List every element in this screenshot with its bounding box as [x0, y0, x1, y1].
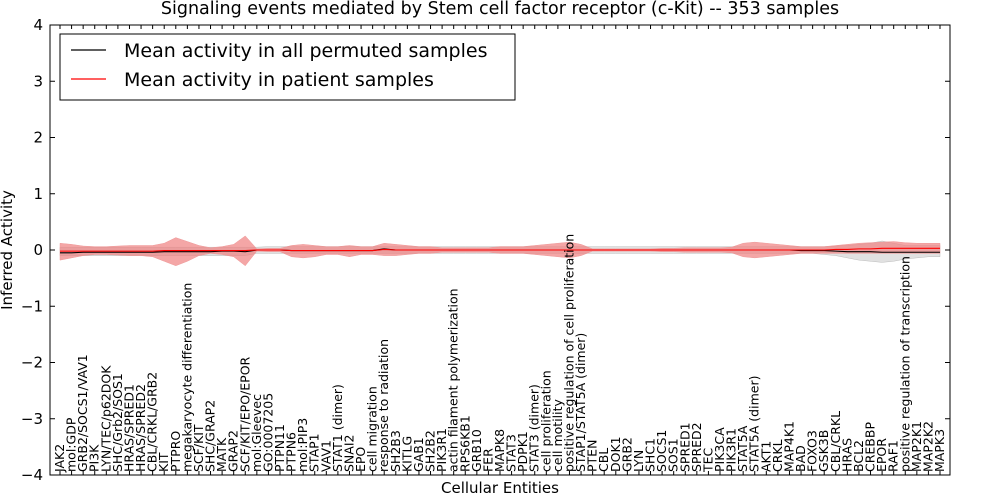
x-tick-label: positive regulation of transcription [897, 256, 912, 472]
patient-band [59, 235, 941, 267]
x-tick-label: CBL [596, 448, 611, 472]
legend-box [59, 33, 516, 101]
y-axis-ticks: −4 −3 −2 −1 0 1 2 3 4 [21, 16, 950, 484]
x-tick-label: RAF1 [886, 440, 901, 472]
x-tick-label: cell proliferation [538, 370, 553, 472]
x-tick-label: GRB2 [619, 437, 634, 472]
x-tick-label: MATK [214, 437, 229, 472]
y-tick-label: 2 [33, 129, 43, 147]
x-tick-label: cell motility [550, 398, 565, 472]
x-tick-label: SHC/Grb2/SOS1 [110, 373, 125, 472]
series-line-patient [60, 247, 940, 252]
legend: Mean activity in all permuted samples Me… [59, 33, 516, 101]
x-tick-label: PI3K [87, 444, 102, 472]
x-tick-label: actin filament polymerization [446, 288, 461, 472]
x-tick-label: PTEN [585, 440, 600, 472]
x-tick-label: KITLG [399, 436, 414, 472]
x-tick-label: FER [480, 448, 495, 472]
y-tick-label: −2 [21, 354, 43, 372]
x-tick-label: CBL/CRKL [828, 411, 843, 472]
x-tick-label: SHC1 [643, 438, 658, 472]
x-tick-label: PIK3CA [712, 427, 727, 472]
x-tick-label: LYN [631, 450, 646, 472]
x-tick-label: mol:Gleevec [249, 394, 264, 472]
y-tick-label: 4 [33, 16, 43, 34]
x-tick-label: mol:GDP [64, 417, 79, 472]
x-tick-label: STAP1/STAT5A (dimer) [573, 333, 588, 472]
x-tick-label: SPRED1 [677, 422, 692, 472]
x-tick-label: KIT [156, 452, 171, 472]
x-tick-label: SCF/KIT/EPO/EPOR [237, 356, 252, 472]
x-tick-label: SH2B3 [388, 430, 403, 472]
x-tick-label: SH2B2 [423, 430, 438, 472]
x-tick-label: GSK3B [816, 430, 831, 472]
x-tick-label: CREBBP [863, 422, 878, 472]
x-tick-label: SPRED2 [689, 422, 704, 472]
x-tick-label: TEC [700, 447, 715, 473]
x-tick-label: LYN/TEC/p62DOK [98, 365, 113, 472]
x-tick-label: HRAS/SPRED1 [121, 384, 136, 472]
x-tick-label: JAK2 [52, 444, 67, 473]
x-tick-label: SNAI2 [341, 435, 356, 472]
x-tick-label: PTPN6 [284, 432, 299, 472]
y-tick-label: 1 [33, 185, 43, 203]
x-tick-label: STAT5A (dimer) [747, 376, 762, 472]
x-tick-label: HRAS [839, 438, 854, 472]
x-tick-label: PDPK1 [515, 431, 530, 472]
y-tick-label: −4 [21, 466, 43, 484]
x-tick-label: STAT1 (dimer) [330, 384, 345, 472]
x-tick-label: STAT3 (dimer) [527, 384, 542, 472]
x-tick-label: cell migration [365, 386, 380, 472]
x-tick-label: MAP2K1 [909, 421, 924, 472]
x-tick-label: RPS6KB1 [457, 415, 472, 472]
x-axis-label: Cellular Entities [441, 479, 559, 497]
x-tick-label: EPO [353, 447, 368, 472]
x-tick-label: CRKL [770, 439, 785, 472]
x-tick-label: SHC/GRAP2 [203, 400, 218, 472]
x-tick-label: GAB1 [411, 437, 426, 472]
y-axis-label: Inferred Activity [0, 190, 16, 310]
y-tick-label: 0 [33, 241, 43, 259]
y-tick-label: −3 [21, 410, 43, 428]
legend-label-permuted: Mean activity in all permuted samples [124, 40, 487, 62]
x-tick-label: SOCS1 [654, 430, 669, 472]
x-tick-label: GO:0007205 [260, 393, 275, 472]
x-tick-label: MAPK8 [492, 429, 507, 472]
x-tick-label: STAP1 [307, 433, 322, 472]
x-tick-label: PTPN11 [272, 424, 287, 472]
x-tick-label: STAT5A [735, 425, 750, 472]
x-tick-label: SOS1 [666, 438, 681, 472]
plot-area [59, 235, 941, 267]
x-tick-label: mol:PIP3 [295, 418, 310, 472]
x-tick-label: CBL/CRKL/GRB2 [145, 372, 160, 472]
x-tick-label: megakaryocyte differentiation [179, 283, 194, 472]
x-tick-label: MAP4K1 [781, 421, 796, 472]
y-tick-label: 3 [33, 72, 43, 90]
x-tick-label: DOK1 [608, 436, 623, 472]
x-tick-label: PIK3R1 [724, 428, 739, 472]
x-tick-label: AKT1 [758, 441, 773, 472]
x-tick-label: GRB2/SOCS1/VAV1 [75, 354, 90, 472]
y-tick-label: −1 [21, 297, 43, 315]
x-tick-label: GRAP2 [226, 430, 241, 472]
chart-title: Signaling events mediated by Stem cell f… [161, 0, 839, 19]
x-tick-label: MAP2K2 [920, 421, 935, 472]
x-tick-label: GRB10 [469, 429, 484, 472]
x-tick-label: response to radiation [376, 339, 391, 472]
x-tick-label: positive regulation of cell proliferatio… [561, 234, 576, 472]
x-tick-label: PIK3R1 [434, 428, 449, 472]
x-tick-label: BCL2 [851, 440, 866, 472]
x-tick-label: SCF/KIT [191, 424, 206, 472]
x-tick-label: EPOR [874, 438, 889, 472]
x-tick-label: VAV1 [318, 440, 333, 472]
x-tick-label: MAPK3 [932, 429, 947, 472]
x-tick-label: FOXO3 [805, 430, 820, 472]
x-tick-label: BAD [793, 445, 808, 472]
x-tick-label: STAT3 [504, 434, 519, 472]
legend-label-patient: Mean activity in patient samples [124, 69, 434, 91]
x-tick-label: HRAS/SPRED2 [133, 384, 148, 472]
x-tick-label: PTPRO [168, 431, 183, 472]
x-axis-ticks: JAK2mol:GDPGRB2/SOCS1/VAV1PI3KLYN/TEC/p6… [52, 25, 947, 475]
